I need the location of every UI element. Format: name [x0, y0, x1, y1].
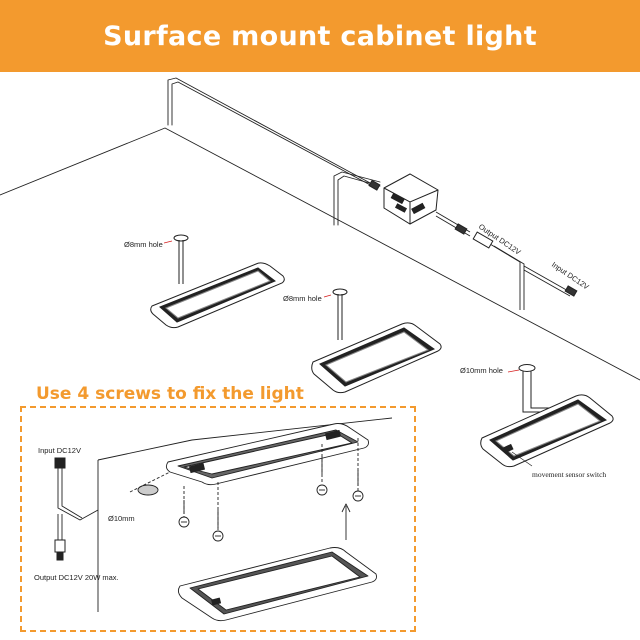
power-cable — [167, 77, 373, 185]
cabinet-light-3 — [480, 364, 614, 468]
inset-connectors — [54, 457, 66, 561]
inset-cabinet-wall — [97, 417, 393, 612]
sensor-label: movement sensor switch — [532, 470, 607, 479]
inset-hole-label: Ø10mm — [108, 514, 135, 523]
hole-marker-lines — [163, 240, 520, 373]
screw-icon — [352, 470, 364, 502]
screw-icon — [316, 456, 328, 496]
inset-frame — [20, 406, 416, 632]
screw-icons — [178, 456, 364, 542]
cabinet-surface — [0, 127, 640, 381]
inset-input-label: Input DC12V — [38, 446, 81, 455]
cable-connector — [368, 179, 578, 297]
cabinet-light-2 — [311, 288, 442, 394]
cabinet-light-1 — [150, 234, 285, 329]
screw-icon — [212, 510, 224, 542]
hole-label-3: Ø10mm hole — [460, 366, 503, 375]
screw-icon — [178, 500, 190, 528]
page-title: Surface mount cabinet light — [103, 20, 537, 52]
hole-label-2: Ø8mm hole — [283, 294, 322, 303]
installation-diagram — [0, 77, 640, 622]
inset-output-label: Output DC12V 20W max. — [34, 573, 119, 582]
hole-label-1: Ø8mm hole — [124, 240, 163, 249]
junction-box — [383, 173, 439, 225]
title-banner: Surface mount cabinet light — [0, 0, 640, 72]
inset-title: Use 4 screws to fix the light — [36, 384, 304, 404]
inset-hole — [137, 484, 159, 496]
